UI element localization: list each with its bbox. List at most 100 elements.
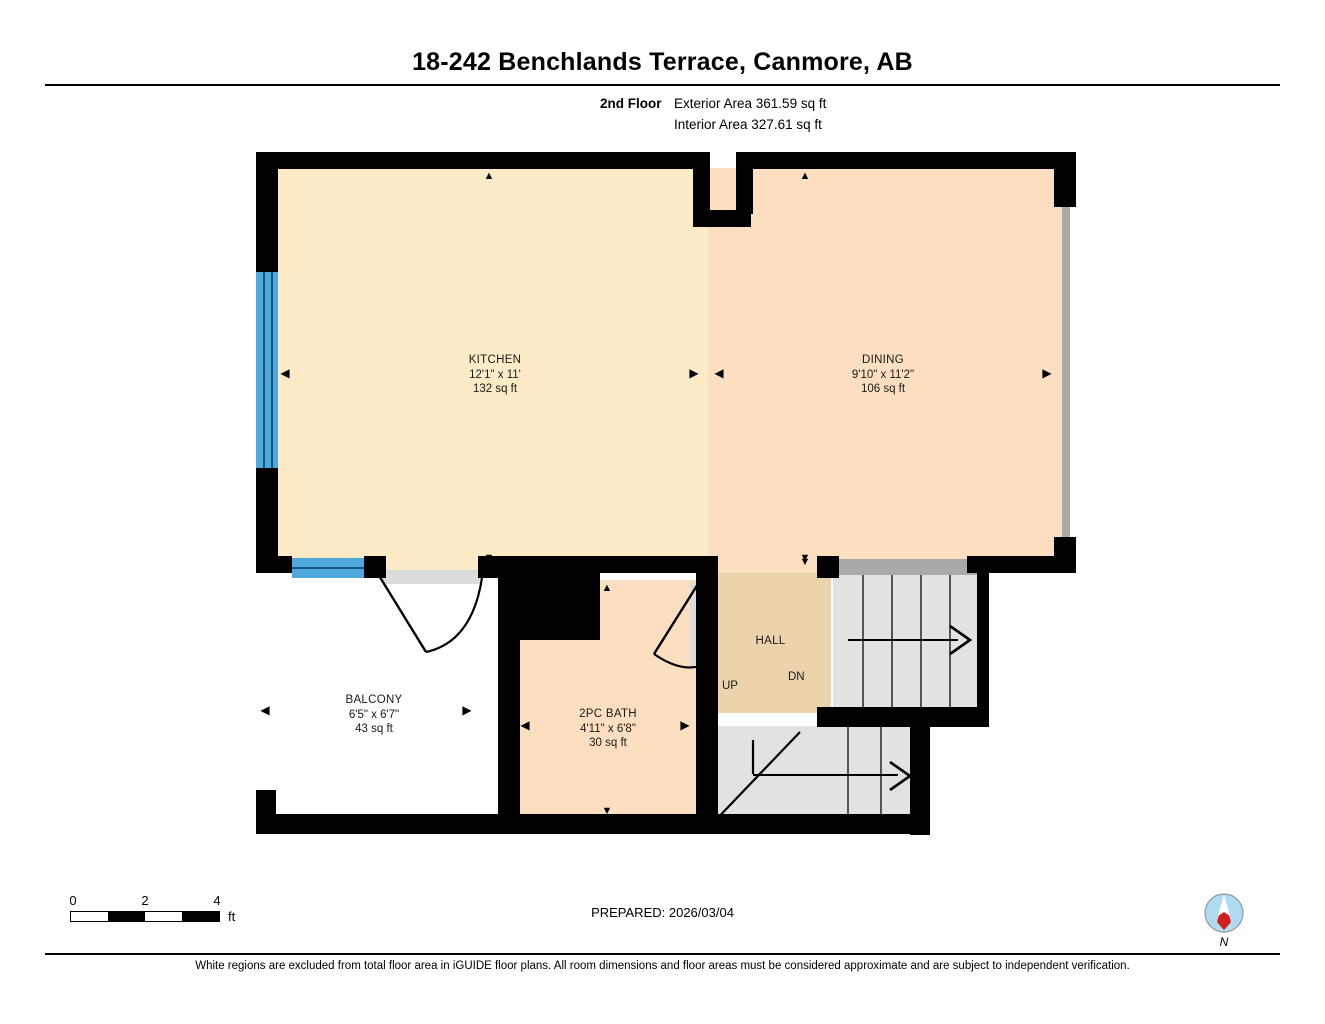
hall-dim-arrow-down: [798, 556, 812, 568]
balcony-label-dimensions: 6'5" x 6'7": [348, 708, 400, 721]
wall-stairs-right: [977, 573, 989, 713]
stairs-up-label: UP: [722, 680, 738, 692]
wall-bath-right: [696, 556, 718, 832]
dining-label-area: 106 sq ft: [860, 383, 906, 395]
wall-bath-bottom: [498, 814, 718, 834]
prepared-date: PREPARED: 2026/03/04: [591, 905, 734, 920]
window-dining-right-graywall: [1062, 207, 1070, 537]
interior-area: Interior Area 327.61 sq ft: [674, 117, 822, 132]
scale-seg-1: [71, 912, 108, 921]
wall-hall-right-top: [817, 556, 839, 578]
window-balcony-slider-mullion: [292, 567, 364, 569]
scale-tick-labels: 0 2 4: [69, 893, 221, 909]
stairs-dn-label: DN: [788, 671, 805, 683]
stairs-up-tread-1: [862, 575, 864, 707]
stairs-down-winder-lines: [709, 731, 801, 827]
bath-dim-arrow-down: [600, 805, 614, 817]
wall-notch-vertical-left: [693, 152, 710, 227]
bath-label-name: 2PC BATH: [579, 708, 637, 720]
balcony-label-area: 43 sq ft: [355, 723, 393, 735]
stairs-up-direction-line: [848, 639, 958, 641]
stairs-down-fill: [708, 726, 920, 830]
wall-notch-horizontal: [693, 210, 751, 227]
hall-label: HALL: [733, 634, 808, 649]
scale-bar-graphic: [70, 911, 220, 922]
wall-balcony-left: [256, 790, 276, 834]
wall-stairs-lower-right: [910, 707, 930, 835]
kitchen-dim-arrow-down: [482, 552, 496, 564]
wall-hall-bottom: [817, 707, 989, 727]
wall-bath-upper-left: [498, 556, 600, 640]
stairs-down-tread-2: [880, 726, 882, 830]
disclaimer-text: White regions are excluded from total fl…: [195, 960, 1130, 972]
stairs-landing-gray-wall: [833, 559, 981, 575]
wall-balcony-bottom: [256, 814, 500, 834]
dining-dim-arrow-left: [712, 368, 726, 380]
exterior-area: Exterior Area 361.59 sq ft: [674, 96, 827, 111]
dining-dim-arrow-right: [1040, 368, 1054, 380]
balcony-dim-arrow-right: [460, 705, 474, 717]
scale-unit-label: ft: [228, 909, 236, 924]
stairs-up-tread-4: [949, 575, 951, 707]
kitchen-label-area: 132 sq ft: [472, 383, 518, 395]
wall-stairs-top-right: [967, 556, 1075, 573]
scale-tick-4: 4: [213, 893, 221, 908]
bath-label-dimensions: 4'11" x 6'8": [580, 722, 636, 735]
scale-bar: 0 2 4 ft: [69, 893, 270, 938]
wall-right-dining-top: [1054, 152, 1076, 207]
dining-label-name: DINING: [861, 354, 905, 366]
compass-north-label: N: [1219, 935, 1229, 949]
compass-icon: [1204, 893, 1244, 933]
wall-top-dining: [736, 152, 1070, 169]
dining-room-fill: [708, 168, 1068, 573]
balcony-dim-arrow-down: [360, 813, 374, 825]
bath-dim-arrow-up: [600, 582, 614, 594]
hall-label-name: HALL: [755, 635, 786, 647]
balcony-door-threshold: [382, 570, 482, 584]
kitchen-dim-arrow-up: [482, 170, 496, 182]
bath-door-swing-icon: [652, 583, 701, 669]
balcony-door-swing-icon: [376, 573, 484, 654]
dining-label-dimensions: 9'10" x 11'2": [851, 368, 915, 381]
wall-left-upper: [256, 152, 278, 272]
stairs-down-direction-line: [753, 774, 898, 776]
floor-summary: 2nd Floor Exterior Area 361.59 sq ft Inte…: [600, 93, 826, 135]
wall-top: [256, 152, 696, 169]
footer-divider: [45, 953, 1280, 955]
kitchen-dim-arrow-right: [687, 368, 701, 380]
scale-tick-0: 0: [69, 893, 77, 908]
kitchen-label-dimensions: 12'1" x 11': [469, 368, 521, 381]
stairs-up-fill: [833, 575, 981, 707]
compass-rose: N: [1198, 892, 1250, 954]
balcony-dim-arrow-left: [258, 705, 272, 717]
scale-seg-2: [108, 912, 145, 921]
stairs-up-tread-2: [891, 575, 893, 707]
balcony-label-name: BALCONY: [345, 694, 403, 706]
bath-dim-arrow-left: [518, 720, 532, 732]
dining-dim-arrow-up: [798, 170, 812, 182]
kitchen-room-fill: [278, 168, 708, 573]
hall-room-fill: [708, 573, 831, 713]
kitchen-label-name: KITCHEN: [468, 354, 522, 366]
wall-kitchen-bottom-doorjamb: [364, 556, 386, 578]
scale-seg-3: [145, 912, 182, 921]
wall-stairs-bottom: [698, 814, 930, 834]
wall-notch-vertical-right: [736, 152, 753, 214]
floor-name: 2nd Floor: [600, 96, 662, 111]
kitchen-dim-arrow-left: [278, 368, 292, 380]
balcony-room-fill: [258, 582, 490, 830]
balcony-label: BALCONY 6'5" x 6'7" 43 sq ft: [299, 693, 449, 737]
stairs-up-arrowhead-icon: [949, 624, 973, 656]
window-kitchen-left-mullion-1: [263, 272, 265, 468]
floorplan-canvas: KITCHEN 12'1" x 11' 132 sq ft DINING 9'1…: [250, 150, 1080, 850]
window-kitchen-left: [256, 272, 278, 468]
wall-kitchen-bottom-left: [256, 556, 292, 573]
bath-label: 2PC BATH 4'11" x 6'8" 30 sq ft: [533, 707, 683, 751]
scale-seg-4: [182, 912, 219, 921]
wall-left-lower: [256, 468, 278, 573]
title-divider: [45, 84, 1280, 86]
kitchen-label: KITCHEN 12'1" x 11' 132 sq ft: [420, 353, 570, 397]
window-kitchen-left-mullion-2: [271, 272, 273, 468]
stairs-down-tread-1: [847, 726, 849, 830]
stairs-up-tread-3: [920, 575, 922, 707]
